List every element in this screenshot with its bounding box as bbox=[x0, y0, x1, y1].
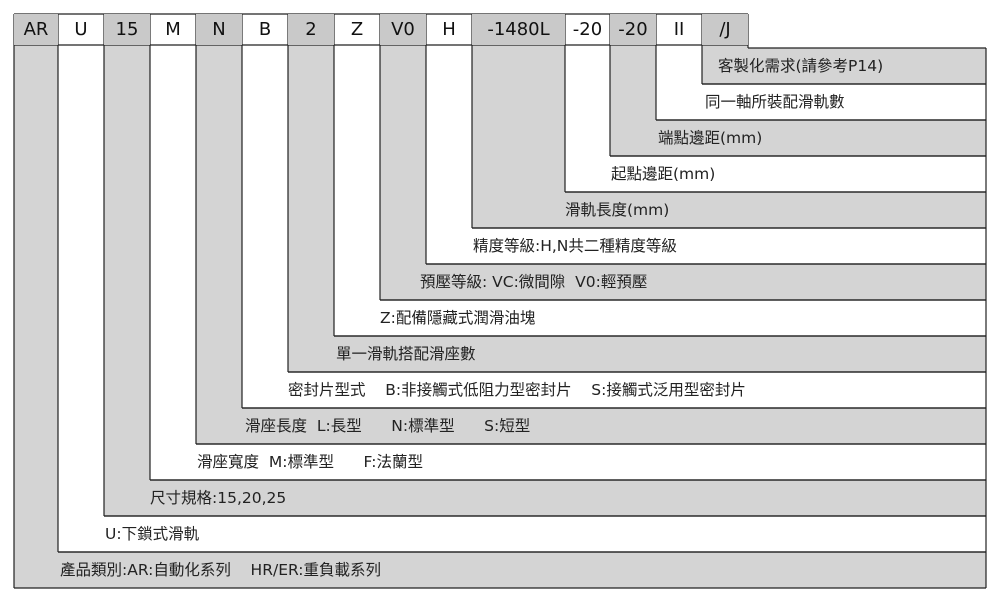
row-label-product-type: 產品類別:AR:自動化系列 HR/ER:重負載系列 bbox=[60, 561, 382, 579]
code-cell-end-margin: -20 bbox=[610, 14, 656, 45]
code-cell-preload: V0 bbox=[380, 14, 426, 45]
code-cell-lube-block: Z bbox=[350, 19, 364, 40]
column-shade bbox=[702, 45, 748, 48]
code-cell-custom: /J bbox=[702, 14, 748, 45]
code-cell-block-length: N bbox=[196, 14, 242, 45]
code-cell-size: 15 bbox=[104, 14, 150, 45]
column-shade bbox=[288, 45, 334, 336]
row-label-rails-per-axis: 同一軸所裝配滑軌數 bbox=[705, 93, 845, 111]
row-label-custom: 客製化需求(請參考P14) bbox=[718, 57, 884, 75]
row-label-preload: 預壓等級: VC:微間隙 V0:輕預壓 bbox=[420, 273, 648, 291]
row-label-lube-block: Z:配備隱藏式潤滑油塊 bbox=[380, 309, 536, 327]
code-cell-accuracy: H bbox=[442, 19, 456, 40]
row-shade bbox=[196, 408, 986, 444]
column-shade bbox=[14, 45, 58, 552]
row-label-end-margin: 端點邊距(mm) bbox=[658, 129, 763, 147]
row-shade bbox=[380, 264, 986, 300]
code-cell-blocks-per-rail: 2 bbox=[288, 14, 334, 45]
row-label-size: 尺寸規格:15,20,25 bbox=[150, 489, 287, 507]
column-shade bbox=[380, 45, 426, 264]
code-cell-rail-length: -1480L bbox=[472, 14, 565, 45]
row-label-rail-type: U:下鎖式滑軌 bbox=[105, 525, 200, 543]
code-cell-start-margin: -20 bbox=[572, 19, 603, 40]
code-cell-rails-per-axis: II bbox=[673, 19, 685, 40]
row-label-blocks-per-rail: 單一滑軌搭配滑座數 bbox=[336, 345, 476, 363]
row-label-start-margin: 起點邊距(mm) bbox=[611, 165, 716, 183]
row-label-accuracy: 精度等級:H,N共二種精度等級 bbox=[473, 237, 677, 255]
column-shade bbox=[610, 45, 656, 120]
column-shade bbox=[104, 45, 150, 480]
code-cell-rail-type: U bbox=[74, 19, 88, 40]
row-label-seal-type: 密封片型式 B:非接觸式低阻力型密封片 S:接觸式泛用型密封片 bbox=[288, 381, 746, 399]
row-label-block-width: 滑座寬度 M:標準型 F:法蘭型 bbox=[197, 453, 423, 471]
row-shade bbox=[702, 48, 986, 84]
column-shade bbox=[196, 45, 242, 408]
row-shade bbox=[104, 480, 986, 516]
code-cell-seal-type: B bbox=[258, 19, 272, 40]
row-shade bbox=[14, 552, 986, 588]
row-label-rail-length: 滑軌長度(mm) bbox=[565, 201, 670, 219]
code-cell-product-type: AR bbox=[14, 14, 58, 45]
row-shade bbox=[610, 120, 986, 156]
column-shade bbox=[472, 45, 565, 192]
row-shade bbox=[288, 336, 986, 372]
row-label-block-length: 滑座長度 L:長型 N:標準型 S:短型 bbox=[245, 417, 531, 435]
row-shade bbox=[472, 192, 986, 228]
code-cell-block-width: M bbox=[165, 19, 181, 40]
